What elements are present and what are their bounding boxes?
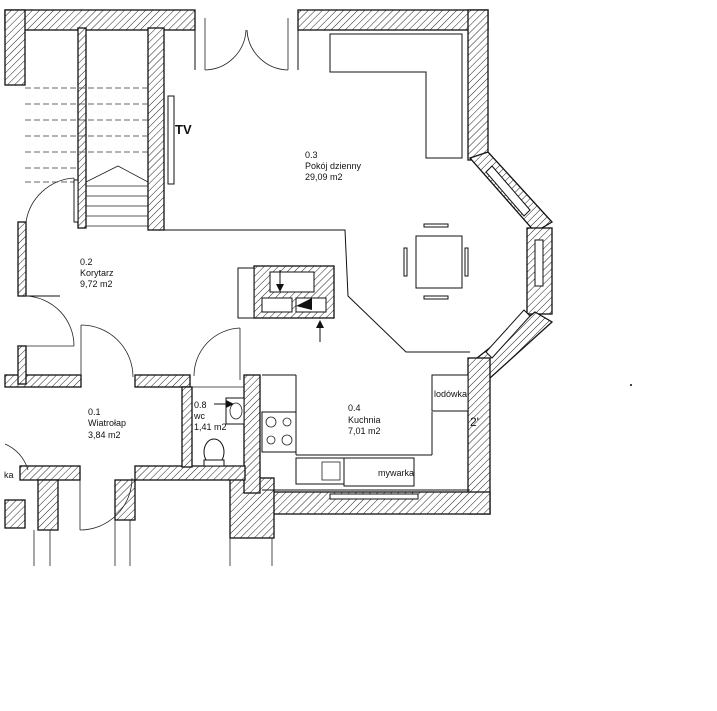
room-0-8-name: wc: [193, 411, 205, 421]
wc-arrow-head: [226, 400, 234, 408]
fridge-label: lodówka: [434, 389, 467, 399]
door-corridor-lower-arc: [25, 295, 75, 347]
stair-treads-lower: [85, 165, 149, 227]
staircase: [25, 87, 149, 227]
wall-entry-left-pillar: [37, 479, 59, 531]
stair-railing: [73, 179, 79, 223]
room-labels: TV 0.3 Pokój dzienny 29,09 m2 0.2 Koryta…: [4, 122, 479, 480]
stray-dot: [630, 384, 632, 386]
room-0-8-area: 1,41 m2: [194, 422, 227, 432]
dishwasher: [343, 457, 415, 487]
arrow-down-head: [276, 284, 284, 292]
fridge: [431, 374, 469, 412]
room-0-4-area: 7,01 m2: [348, 426, 381, 436]
room-0-1-id: 0.1: [88, 407, 101, 417]
wall-left-mid: [17, 221, 27, 297]
dishwasher-label: mywarka: [378, 468, 414, 478]
dimension-mark-label: 2': [470, 415, 479, 429]
window-bay-lower: [485, 309, 531, 359]
tv-label: TV: [175, 122, 192, 137]
door-terrace: [194, 10, 299, 71]
door-vestibule-arc: [80, 324, 134, 378]
chimney-inner-top: [269, 271, 315, 293]
window-bay-upper: [485, 165, 531, 217]
hob-burner-3: [266, 435, 276, 445]
window-bay-mid: [534, 239, 544, 287]
corner-sofa: [329, 33, 463, 159]
wall-vest-bottom: [19, 465, 81, 481]
wall-stair-divider: [77, 27, 87, 229]
room-0-1-area: 3,84 m2: [88, 430, 121, 440]
wall-top-right: [297, 9, 489, 31]
wall-top-left: [4, 9, 196, 31]
room-0-8-id: 0.8: [194, 400, 207, 410]
edge-fragment-label: ka: [4, 470, 14, 480]
fireplace-bench: [237, 267, 255, 319]
wall-wc-top: [134, 374, 191, 388]
room-0-2-id: 0.2: [80, 257, 93, 267]
room-0-3-area: 29,09 m2: [305, 172, 343, 182]
chimney-flue-1: [261, 297, 293, 313]
living-room-boundary: [164, 229, 470, 353]
wall-stair-right: [147, 27, 165, 231]
window-kitchen: [329, 493, 419, 500]
room-0-2-name: Korytarz: [80, 268, 114, 278]
room-0-4-name: Kuchnia: [348, 415, 381, 425]
windows: [329, 165, 544, 500]
room-0-1-name: Wiatrołap: [88, 418, 126, 428]
tv-unit: [167, 95, 175, 185]
door-wc-arc: [193, 327, 241, 377]
wall-entry-right-pillar: [114, 479, 136, 521]
chimney-arrow-head: [296, 298, 312, 310]
dining-chair-top: [423, 223, 449, 228]
wall-vest-bottom-right: [134, 465, 246, 481]
wall-kitchen-left: [243, 374, 261, 494]
arrow-up-head: [316, 320, 324, 328]
entry-steps: [33, 520, 273, 566]
wall-left-lower: [17, 345, 27, 385]
kitchen-sink-bowl: [321, 461, 341, 481]
wc-toilet-tank: [203, 459, 225, 467]
interior-lines: [25, 229, 470, 491]
wall-right-lower: [467, 357, 491, 515]
wc-washbasin-bowl: [229, 402, 243, 420]
hob-burner-1: [265, 416, 277, 428]
room-0-3-name: Pokój dzienny: [305, 161, 362, 171]
door-corridor-left-arc: [25, 177, 75, 223]
dining-chair-right: [464, 247, 469, 277]
dining-chair-left: [403, 247, 408, 277]
wall-left-bottom: [4, 499, 26, 529]
wall-right-upper: [467, 9, 489, 161]
doors: [4, 10, 299, 531]
door-entrance-arc: [79, 477, 133, 531]
furniture: [167, 33, 469, 487]
hob-burner-2: [282, 417, 292, 427]
stair-treads-upper: [25, 87, 148, 183]
dining-table: [415, 235, 463, 289]
door-left-edge-arc: [4, 443, 29, 471]
room-0-4-id: 0.4: [348, 403, 361, 413]
wall-left-upper: [4, 9, 26, 86]
dining-chair-bottom: [423, 295, 449, 300]
wall-wc-divider: [181, 386, 193, 468]
hob: [261, 411, 297, 453]
wall-vest-top: [4, 374, 82, 388]
room-0-3-id: 0.3: [305, 150, 318, 160]
room-0-2-area: 9,72 m2: [80, 279, 113, 289]
hob-burner-4: [281, 434, 293, 446]
